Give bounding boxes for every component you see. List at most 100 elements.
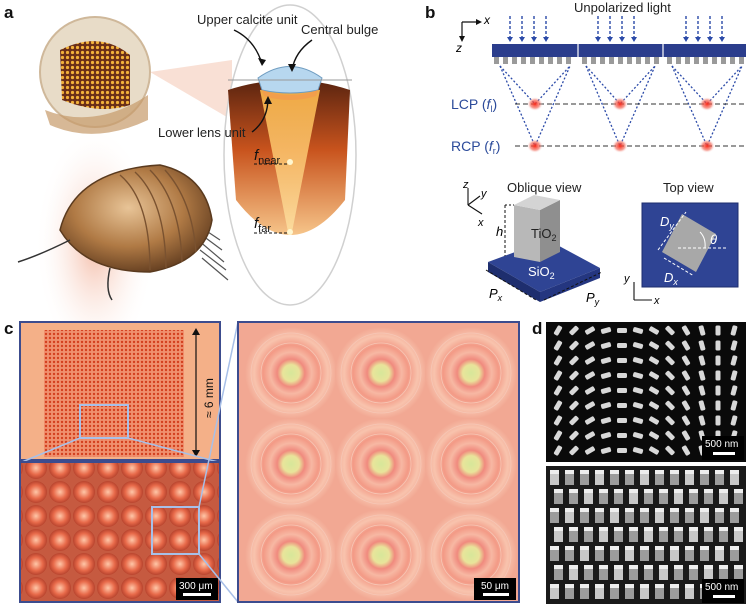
sem-tilted-pillar bbox=[554, 527, 563, 542]
sem-nanopillar bbox=[600, 432, 612, 439]
svg-text:ffar: ffar bbox=[254, 215, 271, 235]
sem-nanopillar bbox=[553, 415, 563, 426]
eye-inset-compound-eye bbox=[60, 41, 130, 109]
sem-pillar-top bbox=[640, 470, 649, 474]
sem-pillar-top bbox=[550, 546, 559, 550]
sem-nanopillar bbox=[584, 401, 596, 410]
svg-text:Dx: Dx bbox=[664, 270, 678, 287]
sem-pillar-top bbox=[700, 508, 709, 512]
eye-to-lens-connector bbox=[150, 60, 232, 120]
sem-pillar-top bbox=[704, 527, 713, 531]
sem-pillar-top bbox=[670, 584, 679, 588]
sem-nanopillar bbox=[632, 372, 644, 379]
sem-nanopillar bbox=[632, 342, 644, 349]
panel-a-letter: a bbox=[4, 3, 14, 22]
sem-pillar-top bbox=[689, 527, 698, 531]
sem-tilted-pillar bbox=[640, 508, 649, 523]
sem-tilted-pillar bbox=[595, 584, 604, 599]
sio2-base-side-right bbox=[540, 268, 600, 302]
sem-nanopillar bbox=[681, 430, 691, 441]
sem-nanopillar bbox=[665, 370, 675, 381]
sem-nanopillar bbox=[569, 340, 579, 351]
sem-pillar-top bbox=[569, 489, 578, 493]
incoming-light-arrows bbox=[509, 16, 723, 38]
sem-tilted-pillar bbox=[584, 565, 593, 580]
sem-pillar-top bbox=[614, 489, 623, 493]
sem-nanopillar bbox=[632, 387, 644, 394]
sem-pillar-top bbox=[629, 565, 638, 569]
panel-d-letter: d bbox=[532, 319, 542, 338]
sem-tilted-pillar bbox=[625, 470, 634, 485]
sem-pillar-top bbox=[625, 470, 634, 474]
sem-tilted-pillar bbox=[689, 565, 698, 580]
sem-tilted-pillar bbox=[599, 489, 608, 504]
sem-tilted-pillar bbox=[625, 508, 634, 523]
sem-pillar-top bbox=[595, 584, 604, 588]
sem-nanopillar bbox=[569, 325, 579, 336]
sem-tilted-pillar bbox=[670, 470, 679, 485]
sem-nanopillar bbox=[698, 415, 706, 426]
sem-pillar-top bbox=[659, 527, 668, 531]
sem-tilted-pillar bbox=[655, 508, 664, 523]
sem-pillar-top bbox=[655, 470, 664, 474]
arrowhead-bulge bbox=[288, 64, 296, 72]
c-scale-50-label: 50 μm bbox=[481, 581, 509, 592]
axis-z-arrow bbox=[459, 36, 465, 42]
sem-nanopillar bbox=[569, 385, 579, 396]
sem-tilted-pillar bbox=[554, 565, 563, 580]
f-far-sub: far bbox=[258, 223, 271, 235]
sem-nanopillar bbox=[681, 370, 691, 381]
sem-tilted-pillar bbox=[670, 508, 679, 523]
sem-pillar-top bbox=[734, 565, 743, 569]
sem-pillar-top bbox=[719, 527, 728, 531]
sem-nanopillar bbox=[600, 447, 612, 454]
incoming-light-arrowheads bbox=[507, 37, 725, 42]
sem-pillar-top bbox=[674, 527, 683, 531]
theta-arc bbox=[699, 231, 706, 249]
sem-nanopillar bbox=[715, 340, 721, 351]
sem-pillar-top bbox=[655, 546, 664, 550]
d-scale-bg-top bbox=[702, 436, 744, 460]
sem-tilted-pillar bbox=[625, 546, 634, 561]
sem-nanopillar bbox=[553, 430, 563, 441]
py-main: P bbox=[586, 290, 595, 305]
sem-tilted-pillar bbox=[659, 565, 668, 580]
sem-pillar-top bbox=[625, 508, 634, 512]
c-size-arrow-top bbox=[192, 328, 200, 335]
label-central-bulge: Central bulge bbox=[301, 22, 378, 37]
sem-nanopillar bbox=[617, 388, 627, 393]
sem-tilted-pillar bbox=[595, 508, 604, 523]
svg-text:Dy: Dy bbox=[660, 214, 674, 231]
focus-near-dot bbox=[287, 159, 293, 165]
d-sem-top-pillars bbox=[553, 325, 738, 456]
sem-pillar-top bbox=[685, 584, 694, 588]
sem-tilted-pillar bbox=[659, 527, 668, 542]
sem-tilted-pillar bbox=[734, 489, 743, 504]
sem-nanopillar bbox=[698, 385, 706, 396]
sem-pillar-top bbox=[685, 546, 694, 550]
sem-tilted-pillar bbox=[580, 470, 589, 485]
d-scale-bar-bottom bbox=[713, 595, 735, 598]
label-lower-lens-unit: Lower lens unit bbox=[158, 125, 246, 140]
f-far-main: f bbox=[254, 215, 260, 232]
sem-nanopillar bbox=[617, 343, 627, 348]
sem-nanopillar bbox=[698, 370, 706, 381]
f-near-sub: near bbox=[258, 155, 280, 167]
arrowhead-upper bbox=[258, 58, 266, 66]
sem-pillar-top bbox=[719, 565, 728, 569]
sem-nanopillar bbox=[584, 371, 596, 380]
sem-tilted-pillar bbox=[599, 527, 608, 542]
sem-tilted-pillar bbox=[565, 584, 574, 599]
c-zoom-connector-left bbox=[21, 437, 81, 463]
sem-nanopillar bbox=[648, 431, 660, 440]
svg-text:RCP (fr): RCP (fr) bbox=[451, 138, 500, 156]
sem-nanopillar bbox=[569, 355, 579, 366]
label-upper-calcite-unit: Upper calcite unit bbox=[197, 12, 298, 27]
lcp-sub: l bbox=[490, 104, 492, 114]
sem-tilted-pillar bbox=[569, 565, 578, 580]
sem-tilted-pillar bbox=[614, 489, 623, 504]
sem-tilted-pillar bbox=[715, 508, 724, 523]
axis-x-label: x bbox=[483, 13, 491, 27]
px-main: P bbox=[489, 286, 498, 301]
sem-pillar-top bbox=[614, 527, 623, 531]
